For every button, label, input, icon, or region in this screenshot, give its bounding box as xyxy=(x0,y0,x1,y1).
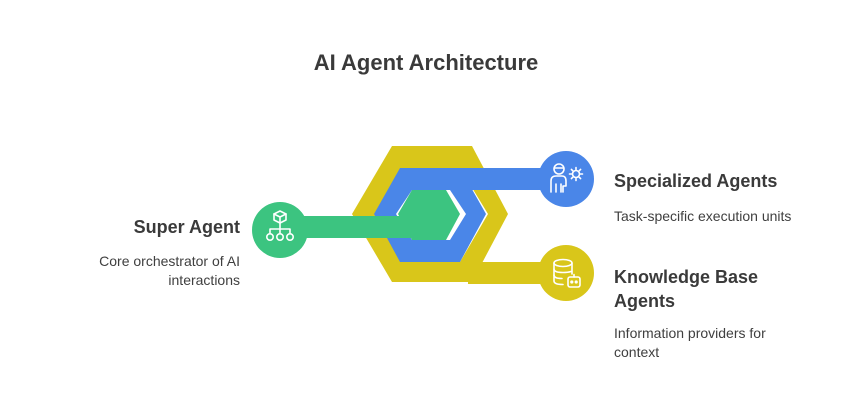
person-gear-icon xyxy=(550,163,584,193)
super-agent-description: Core orchestrator of AI interactions xyxy=(99,253,240,288)
knowledge-base-agents-description: Information providers for context xyxy=(614,325,766,360)
super-agent-connector xyxy=(282,216,442,238)
specialized-agents-node xyxy=(538,151,594,207)
hierarchy-network-icon xyxy=(265,210,294,242)
diagram-title: AI Agent Architecture xyxy=(313,50,539,75)
specialized-agents-hexagon xyxy=(374,168,486,262)
super-agent-node xyxy=(252,202,308,258)
knowledge-base-node xyxy=(538,245,594,301)
super-agent-title: Super Agent xyxy=(133,217,240,237)
knowledge-base-agents-title: Knowledge Base Agents xyxy=(614,267,759,311)
specialized-agents-description: Task-specific execution units xyxy=(614,208,792,224)
database-robot-icon xyxy=(553,258,581,288)
specialized-agents-title: Specialized Agents xyxy=(614,171,778,191)
